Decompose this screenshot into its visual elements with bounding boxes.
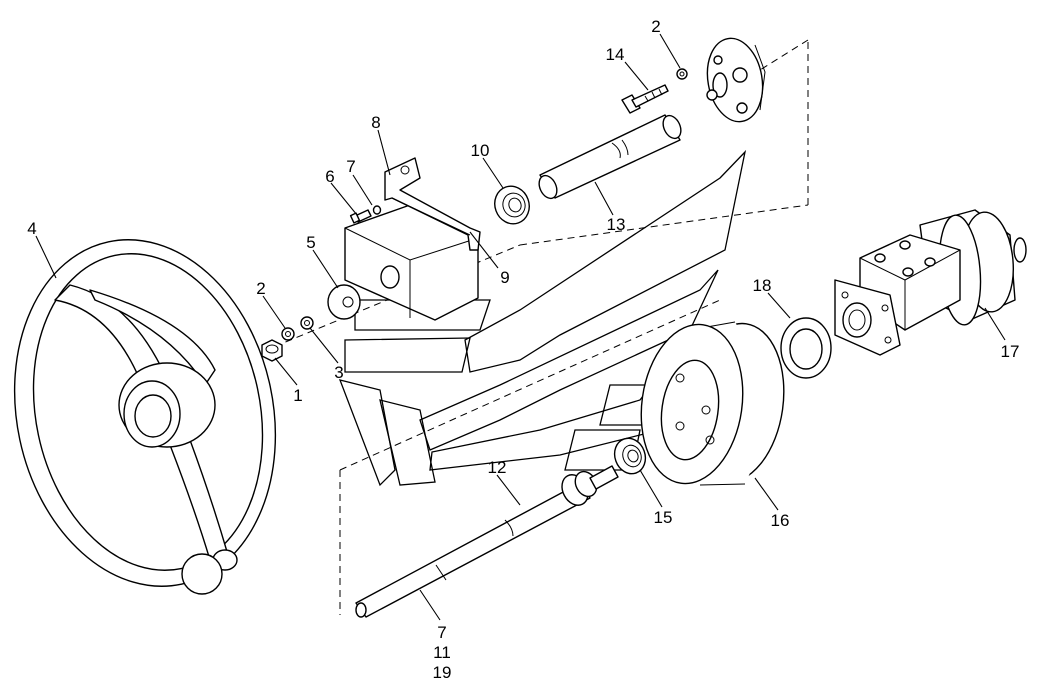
upper-bearing bbox=[494, 185, 530, 225]
steering-control-unit bbox=[834, 209, 1027, 356]
callout-1: 1 bbox=[293, 386, 302, 405]
callout-15: 15 bbox=[654, 508, 673, 527]
callout-17: 17 bbox=[1001, 342, 1020, 361]
callout-8: 8 bbox=[371, 113, 380, 132]
callout-5: 5 bbox=[306, 233, 315, 252]
leader-lines bbox=[35, 33, 1006, 621]
callout-2-top: 2 bbox=[651, 17, 660, 36]
lower-bearing bbox=[613, 437, 647, 475]
callout-9: 9 bbox=[500, 268, 509, 287]
mounting-bracket bbox=[384, 157, 481, 251]
column-tube bbox=[538, 114, 682, 200]
nut-and-washers bbox=[261, 316, 314, 362]
callout-18: 18 bbox=[753, 276, 772, 295]
callout-labels: 2 14 8 7 6 10 13 5 9 4 2 3 1 18 17 12 15… bbox=[27, 17, 1019, 682]
callout-6: 6 bbox=[325, 167, 334, 186]
seal-ring bbox=[780, 317, 832, 379]
steering-shaft bbox=[355, 465, 619, 618]
flange-bolt bbox=[621, 68, 688, 114]
callout-13: 13 bbox=[607, 215, 626, 234]
callout-19: 19 bbox=[433, 663, 452, 682]
callout-12: 12 bbox=[488, 458, 507, 477]
column-drum bbox=[640, 321, 785, 486]
callout-7-bottom: 7 bbox=[437, 623, 446, 642]
callout-7-top: 7 bbox=[346, 157, 355, 176]
bracket-screw bbox=[349, 205, 382, 224]
callout-14: 14 bbox=[606, 45, 625, 64]
column-flange bbox=[706, 37, 766, 123]
callout-3: 3 bbox=[334, 363, 343, 382]
callout-16: 16 bbox=[771, 511, 790, 530]
steering-wheel bbox=[13, 239, 277, 595]
callout-10: 10 bbox=[471, 141, 490, 160]
callout-4: 4 bbox=[27, 219, 36, 238]
callout-11: 11 bbox=[433, 643, 451, 662]
callout-2-left: 2 bbox=[256, 279, 265, 298]
spacer-washer bbox=[327, 284, 361, 320]
column-housing bbox=[344, 204, 479, 321]
